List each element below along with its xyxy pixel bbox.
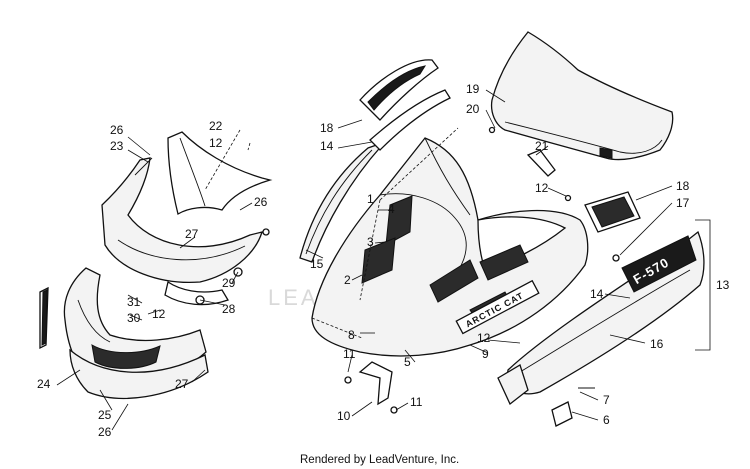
callout-5: 5 xyxy=(404,355,411,369)
side-panel: F-570 xyxy=(507,230,705,395)
callout-6: 6 xyxy=(603,413,610,427)
callout-28: 28 xyxy=(222,302,236,316)
side-vent-panel xyxy=(584,191,641,233)
callout-14: 14 xyxy=(320,139,334,153)
callout-1: 1 xyxy=(367,192,374,206)
callout-18: 18 xyxy=(676,179,690,193)
side-trim-strip xyxy=(39,286,49,350)
callout-12: 12 xyxy=(535,181,549,195)
lower-nose-pan xyxy=(63,267,209,400)
callout-27: 27 xyxy=(175,377,189,391)
callout-labels: 26 23 22 12 26 27 29 28 31 30 12 24 27 2… xyxy=(37,82,730,439)
hood-side-trim-upper xyxy=(369,89,451,151)
callout-19: 19 xyxy=(466,82,480,96)
callout-15: 15 xyxy=(310,257,324,271)
callout-20: 20 xyxy=(466,102,480,116)
callout-29: 29 xyxy=(222,276,236,290)
callout-26: 26 xyxy=(98,425,112,439)
callout-24: 24 xyxy=(37,377,51,391)
callout-23: 23 xyxy=(110,139,124,153)
callout-4: 4 xyxy=(388,202,395,216)
panel-mount-bracket xyxy=(551,387,595,427)
callout-2: 2 xyxy=(344,273,351,287)
callout-14: 14 xyxy=(590,287,604,301)
hood: ARCTIC CAT xyxy=(311,137,589,357)
callout-10: 10 xyxy=(337,409,351,423)
callout-7: 7 xyxy=(603,393,610,407)
callout-3: 3 xyxy=(367,235,374,249)
callout-12: 12 xyxy=(209,136,223,150)
callout-11: 11 xyxy=(343,347,356,361)
callout-27: 27 xyxy=(185,227,199,241)
callout-26: 26 xyxy=(110,123,124,137)
caption: Rendered by LeadVenture, Inc. xyxy=(300,454,459,466)
leader-lines xyxy=(56,89,711,431)
nose-windshield-panel xyxy=(167,131,273,216)
callout-22: 22 xyxy=(209,119,223,133)
callout-31: 31 xyxy=(127,295,141,309)
callout-21: 21 xyxy=(535,139,549,153)
callout-16: 16 xyxy=(650,337,664,351)
callout-18: 18 xyxy=(320,121,334,135)
callout-11: 11 xyxy=(410,395,423,409)
callout-9: 9 xyxy=(482,347,489,361)
callout-12: 12 xyxy=(152,307,166,321)
side-panel-bumper xyxy=(497,364,529,406)
callout-13: 13 xyxy=(716,278,730,292)
callout-25: 25 xyxy=(98,408,112,422)
hood-top-vent-cover xyxy=(359,59,439,121)
hood-hinge-bracket xyxy=(344,361,398,414)
callout-30: 30 xyxy=(127,311,141,325)
callout-12: 12 xyxy=(477,331,491,345)
windshield xyxy=(488,31,674,161)
callout-8: 8 xyxy=(348,328,355,342)
callout-17: 17 xyxy=(676,196,690,210)
callout-26: 26 xyxy=(254,195,268,209)
windshield-bracket xyxy=(526,149,572,202)
